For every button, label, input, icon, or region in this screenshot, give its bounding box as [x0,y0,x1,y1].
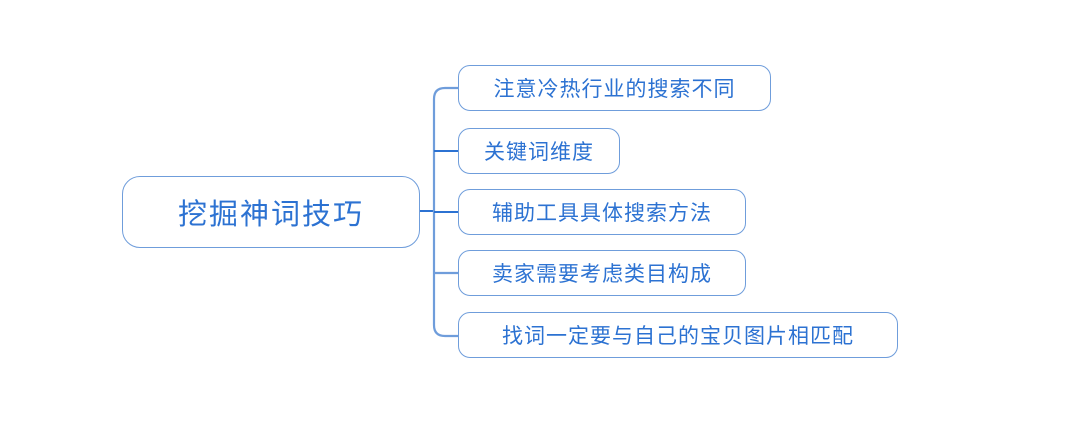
root-node[interactable]: 挖掘神词技巧 [122,176,420,248]
branch-node-1[interactable]: 注意冷热行业的搜索不同 [458,65,771,111]
branch-node-5[interactable]: 找词一定要与自己的宝贝图片相匹配 [458,312,898,358]
branch-node-3[interactable]: 辅助工具具体搜索方法 [458,189,746,235]
branch-node-4[interactable]: 卖家需要考虑类目构成 [458,250,746,296]
branch-node-2[interactable]: 关键词维度 [458,128,620,174]
